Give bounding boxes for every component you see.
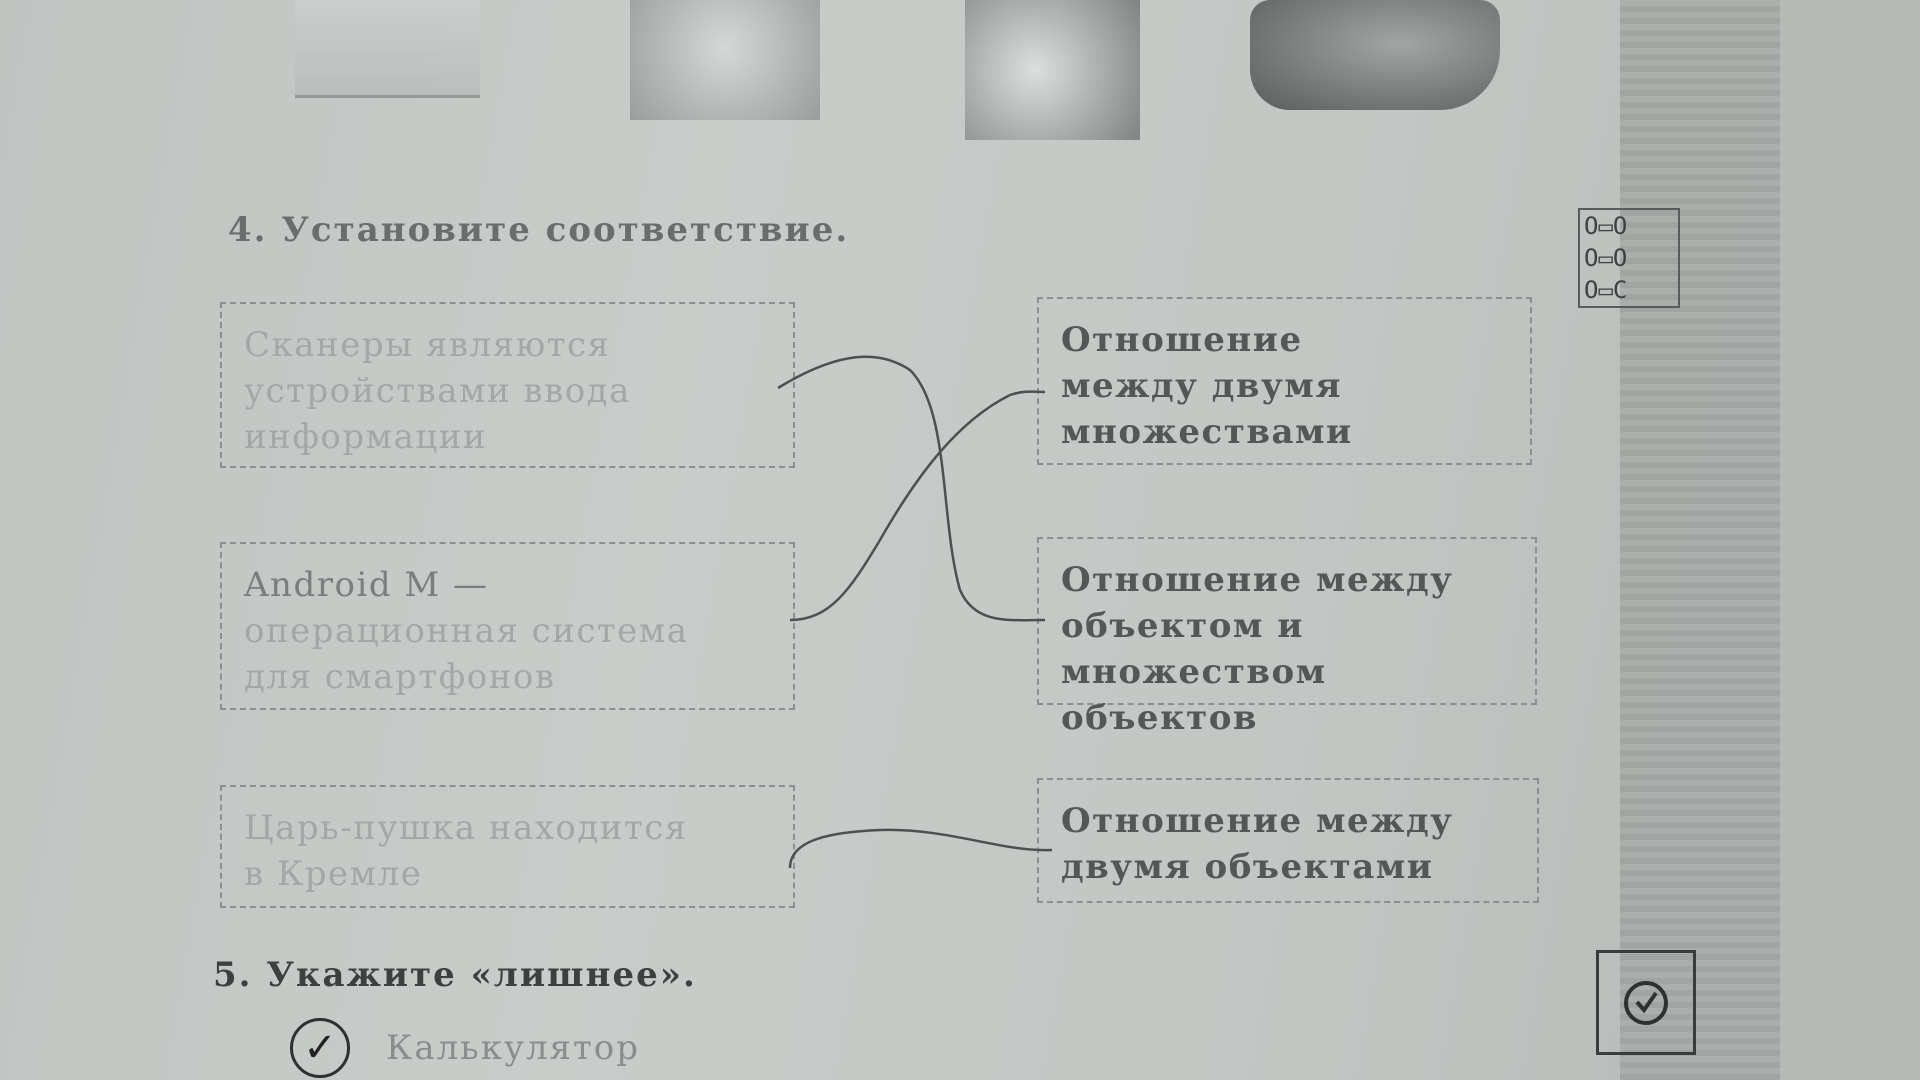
left-card-tsar-cannon[interactable]: Царь-пушка находится в Кремле [220,785,795,908]
line-scanners-to-object-set [777,355,1046,622]
line-tsar-cannon-to-two-objects [788,828,1053,869]
check-mark-icon: ✓ [290,1018,350,1078]
left-card-scanners[interactable]: Сканеры являются устройствами ввода инфо… [220,302,795,468]
line-android-to-sets [789,390,1046,622]
page-edge-shadow [1620,0,1780,1080]
left-card-android[interactable]: Android M — операционная система для сма… [220,542,795,710]
answer-option[interactable]: ✓ Калькулятор [290,1018,640,1078]
scanner-photo [1250,0,1500,110]
device-photo-1 [295,0,480,98]
device-photo-2 [630,0,820,120]
right-card-two-objects[interactable]: Отношение между двумя объектами [1037,778,1539,903]
device-photo-3 [965,0,1140,140]
page-margin [1780,0,1920,1080]
check-circle-icon [1596,950,1696,1055]
task5-heading: 5. Укажите «лишнее». [213,955,697,995]
option-label: Калькулятор [386,1028,641,1068]
task4-heading: 4. Установите соответствие. [228,210,850,250]
matching-icon: O▭O O▭O O▭C [1578,208,1680,308]
right-card-object-set[interactable]: Отношение между объектом и множеством об… [1037,537,1537,738]
right-card-sets[interactable]: Отношение между двумя множествами [1037,297,1532,465]
